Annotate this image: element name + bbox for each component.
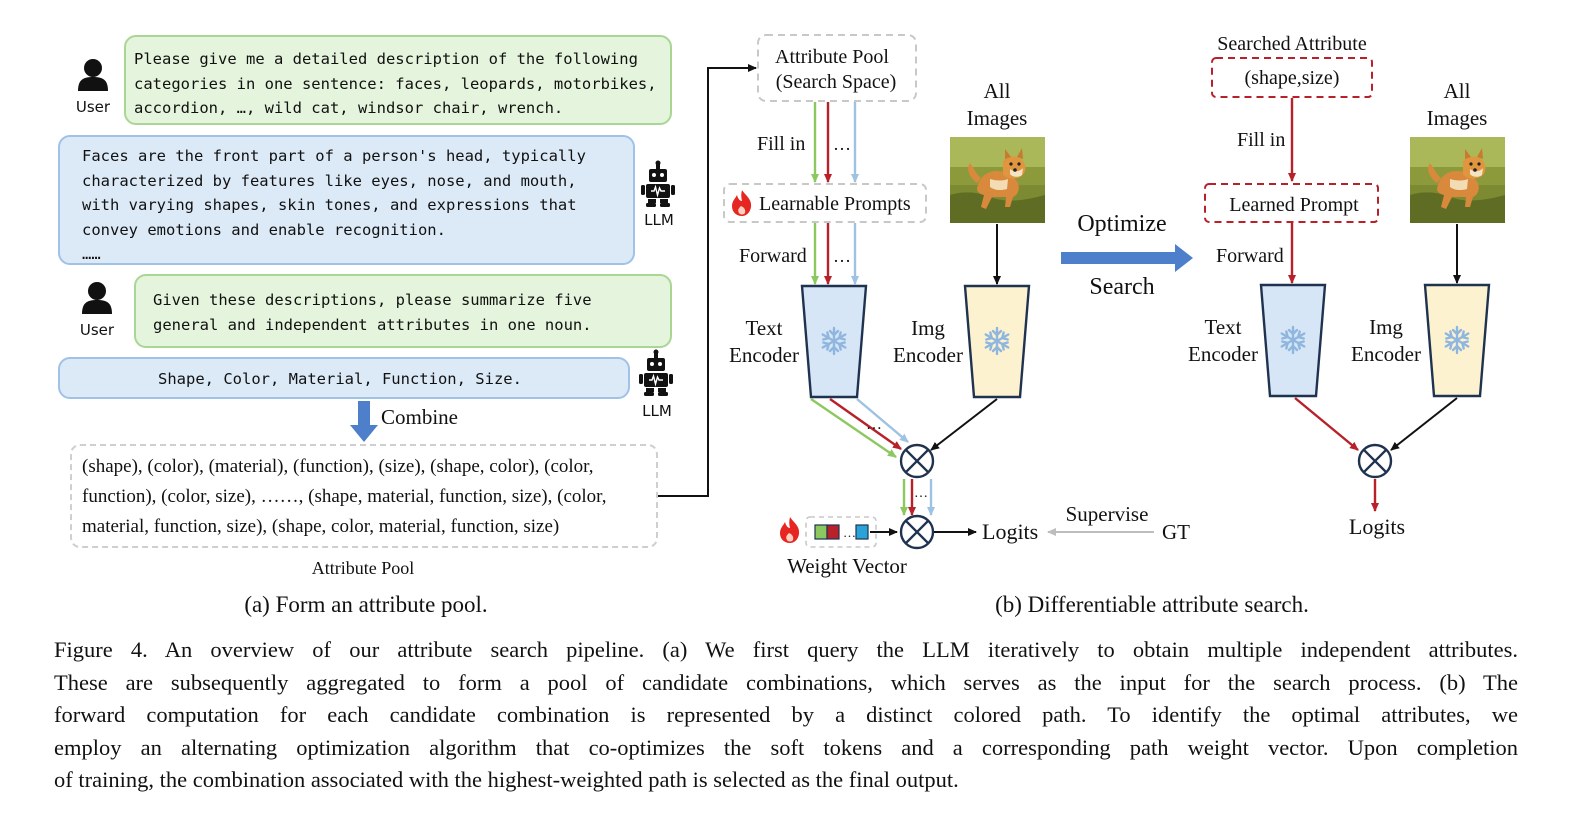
subcaption-a: (a) Form an attribute pool. bbox=[244, 592, 487, 617]
searched-attribute-value: (shape,size) bbox=[1245, 67, 1340, 89]
learned-prompt-label: Learned Prompt bbox=[1229, 194, 1359, 216]
attribute-pool-search-space-box bbox=[757, 34, 917, 102]
user-icon bbox=[82, 282, 112, 314]
combine-label: Combine bbox=[381, 405, 458, 429]
searched-fill-in-label: Fill in bbox=[1237, 129, 1285, 151]
caption-line-1: Figure 4. An overview of our attribute s… bbox=[54, 637, 1518, 662]
figure-caption: Figure 4. An overview of our attribute s… bbox=[54, 634, 1518, 797]
weight-cell-red bbox=[826, 524, 840, 540]
forward-ellipsis: … bbox=[833, 246, 851, 266]
multiply-node-right bbox=[1357, 443, 1393, 479]
encoder-ellipsis: … bbox=[866, 416, 882, 433]
diagram-canvas: Combine Attribute Pool (a) Form an attri… bbox=[78, 33, 1505, 617]
attribute-pool-label: Attribute Pool bbox=[312, 558, 415, 578]
subcaption-b: (b) Differentiable attribute search. bbox=[995, 592, 1309, 617]
text-encoder-right-label-1: Text bbox=[1204, 315, 1241, 339]
text-encoder-label-2: Encoder bbox=[729, 343, 799, 367]
gt-label: GT bbox=[1162, 520, 1190, 544]
multiply-node-2 bbox=[899, 514, 935, 550]
dog-image bbox=[1410, 137, 1505, 223]
user-label-1: User bbox=[75, 98, 111, 116]
weight-cell-blue bbox=[855, 524, 869, 540]
search-space-title: (Search Space) bbox=[776, 71, 897, 93]
encoder-path-green bbox=[810, 398, 897, 458]
weight-cell-green bbox=[814, 524, 828, 540]
user-label-2: User bbox=[79, 321, 115, 339]
optimize-label: Optimize bbox=[1077, 211, 1166, 237]
text-encoder-right-label-2: Encoder bbox=[1188, 342, 1258, 366]
attribute-pool-title: Attribute Pool bbox=[775, 46, 889, 68]
caption-line-2: These are subsequently aggregated to for… bbox=[54, 669, 1518, 695]
all-images-line2: Images bbox=[967, 106, 1028, 130]
pool-line-1: (shape), (color), (material), (function)… bbox=[82, 456, 594, 477]
all-images-line1-right: All bbox=[1444, 79, 1471, 103]
img-encoder-label-1: Img bbox=[911, 316, 945, 340]
img-encoder-right-label-1: Img bbox=[1369, 315, 1403, 339]
caption-line-5: of training, the combination associated … bbox=[54, 767, 959, 792]
fill-in-ellipsis: … bbox=[833, 134, 851, 154]
searched-attribute-box bbox=[1211, 57, 1373, 98]
forward-label: Forward bbox=[739, 245, 807, 267]
figure-panels: Please give me a detailed description of… bbox=[58, 33, 1505, 617]
fill-in-label: Fill in bbox=[757, 133, 805, 155]
user-prompt-2: Given these descriptions, please summari… bbox=[134, 274, 672, 348]
all-images-line2-right: Images bbox=[1427, 106, 1488, 130]
learnable-prompts-box bbox=[723, 183, 927, 223]
encoder-path-blue bbox=[856, 398, 909, 443]
caption-line-4: employ an alternating optimization algor… bbox=[54, 734, 1518, 760]
supervise-label: Supervise bbox=[1066, 502, 1149, 526]
flame-icon bbox=[780, 517, 800, 543]
pool-line-2: function), (color, size), ……, (shape, ma… bbox=[82, 486, 607, 507]
logits-label: Logits bbox=[982, 519, 1038, 544]
multiply-node-1 bbox=[899, 443, 935, 479]
learned-prompt-box bbox=[1204, 183, 1379, 223]
llm-label-1: LLM bbox=[644, 211, 674, 229]
product-ellipsis: … bbox=[914, 486, 928, 501]
user-icon bbox=[78, 59, 108, 91]
llm-label-2: LLM bbox=[642, 402, 672, 420]
img-to-product-arrow bbox=[930, 398, 998, 451]
search-label: Search bbox=[1089, 274, 1154, 300]
combine-arrow bbox=[350, 401, 378, 442]
logits-label-right: Logits bbox=[1349, 514, 1405, 539]
weight-ellipsis: … bbox=[843, 525, 856, 540]
weight-vector-label: Weight Vector bbox=[787, 554, 907, 578]
learned-forward-label: Forward bbox=[1216, 245, 1284, 267]
text-encoder-label-1: Text bbox=[745, 316, 782, 340]
robot-icon bbox=[640, 159, 676, 208]
optimize-search-arrow bbox=[1061, 244, 1193, 272]
learned-encoder-path bbox=[1294, 397, 1359, 451]
caption-line-3: forward computation for each candidate c… bbox=[54, 702, 1518, 727]
searched-attribute-label: Searched Attribute bbox=[1217, 33, 1367, 55]
attribute-pool-box: (shape), (color), (material), (function)… bbox=[70, 444, 658, 548]
pool-line-3: material, function, size), (shape, color… bbox=[82, 516, 560, 537]
user-prompt-1: Please give me a detailed description of… bbox=[124, 35, 672, 125]
dog-image bbox=[950, 137, 1045, 223]
img-encoder-right-label-2: Encoder bbox=[1351, 342, 1421, 366]
llm-response-1: Faces are the front part of a person's h… bbox=[58, 135, 635, 265]
encoder-path-red bbox=[829, 398, 902, 450]
pool-to-search-space-arrow bbox=[658, 64, 757, 497]
all-images-line1: All bbox=[984, 79, 1011, 103]
robot-icon bbox=[638, 348, 674, 397]
learnable-prompts-label: Learnable Prompts bbox=[759, 193, 911, 215]
llm-response-2: Shape, Color, Material, Function, Size. bbox=[58, 357, 630, 399]
img-encoder-label-2: Encoder bbox=[893, 343, 963, 367]
img-to-product-arrow-right bbox=[1390, 397, 1458, 451]
